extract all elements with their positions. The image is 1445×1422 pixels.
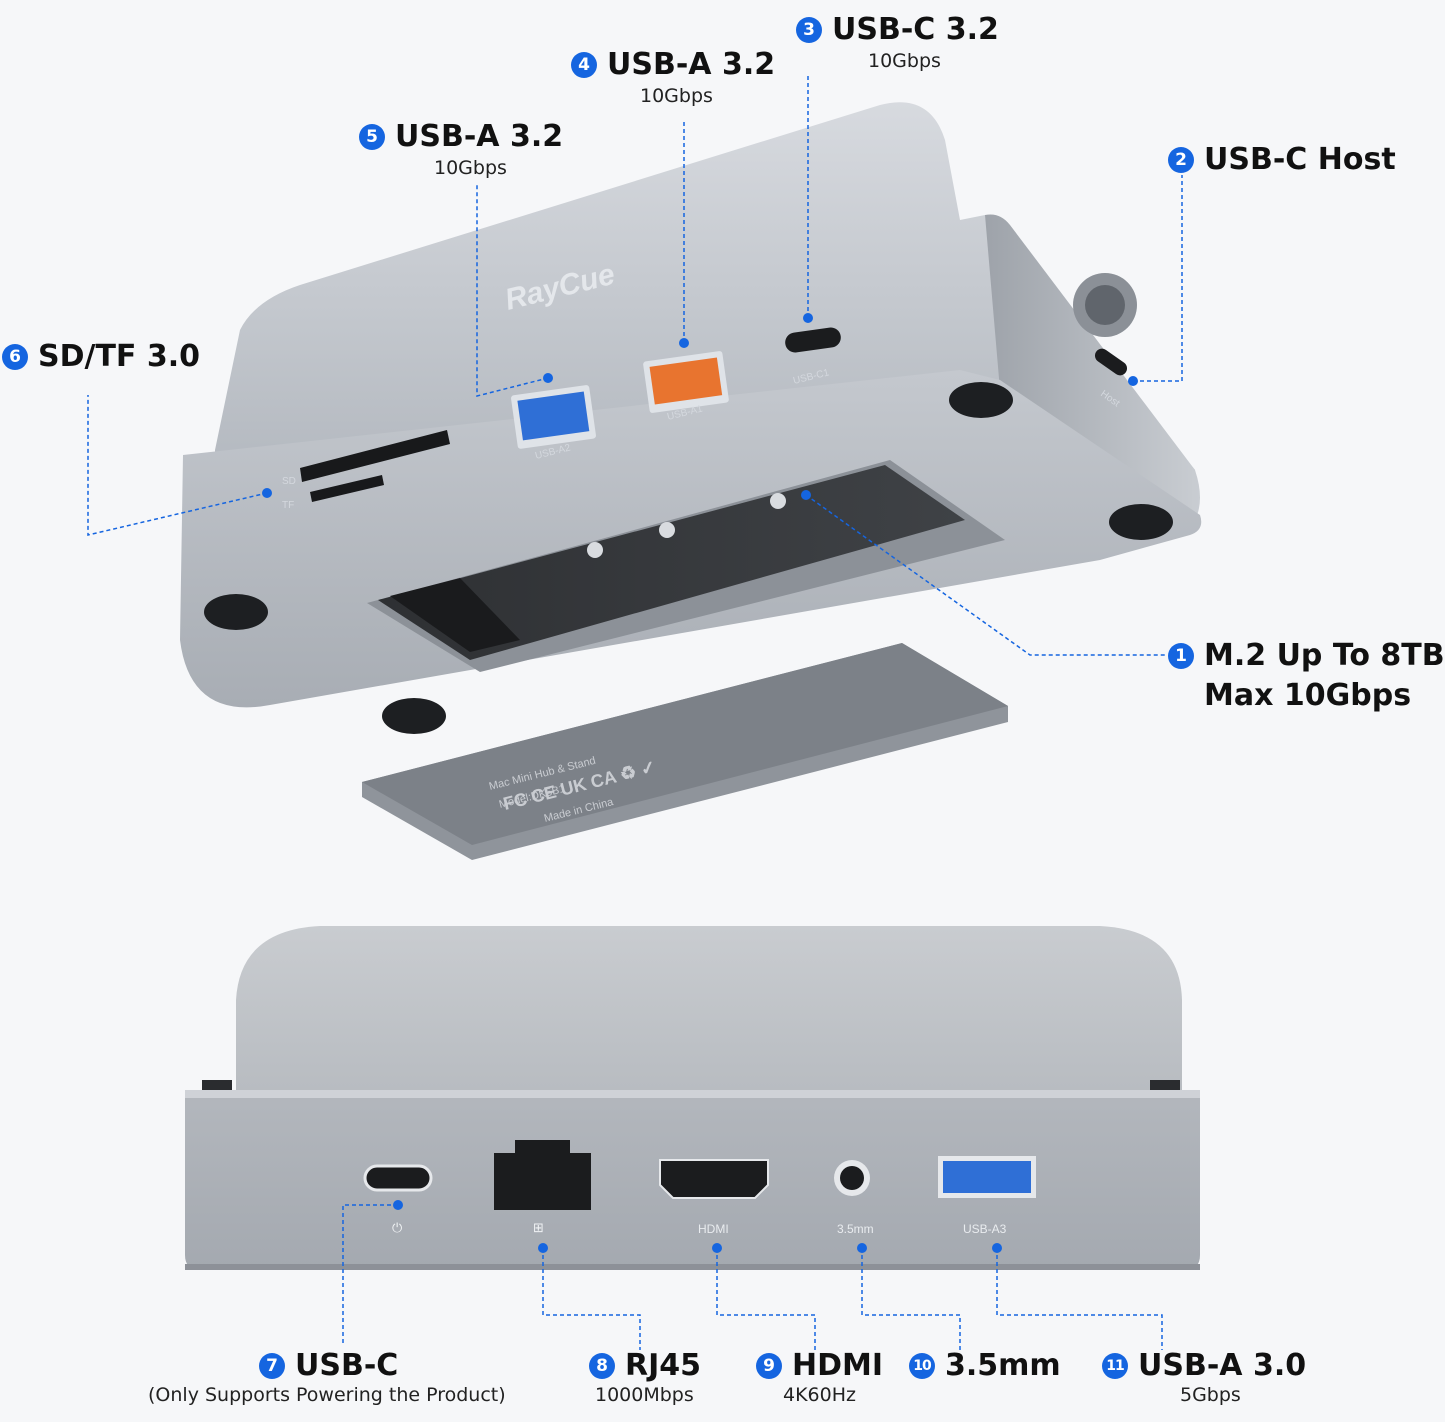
callout-7-number: 7 bbox=[259, 1352, 285, 1379]
leader-line-10 bbox=[861, 1248, 961, 1350]
rj45-port[interactable] bbox=[494, 1140, 591, 1210]
power-icon: ⏻ bbox=[392, 1221, 402, 1236]
m2-screw bbox=[770, 493, 786, 509]
callout-6-title: SD/TF 3.0 bbox=[38, 339, 201, 374]
leader-line-6 bbox=[87, 395, 268, 536]
callout-8-subtitle: 1000Mbps bbox=[595, 1384, 694, 1406]
leader-line-2 bbox=[1133, 175, 1183, 382]
callout-4-subtitle: 10Gbps bbox=[640, 85, 713, 107]
callout-5-number: 5 bbox=[359, 123, 385, 150]
m2-ssd-board bbox=[378, 465, 965, 660]
tf-label: TF bbox=[282, 500, 294, 511]
audio-label: 3.5mm bbox=[837, 1222, 874, 1236]
tf-card-slot[interactable] bbox=[310, 475, 384, 502]
callout-5-title: USB-A 3.2 bbox=[395, 119, 564, 154]
callout-4: 4 USB-A 3.2 bbox=[571, 47, 775, 82]
m2-screw bbox=[659, 522, 675, 538]
top-body-side bbox=[985, 214, 1200, 520]
callout-7-subtitle: (Only Supports Powering the Product) bbox=[148, 1384, 506, 1406]
sd-label: SD bbox=[282, 476, 296, 487]
hdmi-port[interactable] bbox=[659, 1159, 769, 1199]
callout-7-title: USB-C bbox=[295, 1348, 399, 1383]
leader-line-5 bbox=[476, 185, 549, 397]
hdmi-label: HDMI bbox=[698, 1222, 729, 1236]
callout-11-subtitle: 5Gbps bbox=[1180, 1384, 1241, 1406]
callout-8-number: 8 bbox=[589, 1352, 615, 1379]
usb-a3-label: USB-A3 bbox=[963, 1222, 1007, 1236]
callout-4-title: USB-A 3.2 bbox=[607, 47, 776, 82]
usb-c-host-port[interactable] bbox=[1092, 346, 1130, 378]
foot bbox=[1109, 504, 1173, 540]
m2-cover-plate[interactable]: Mac Mini Hub & Stand Model:DK5B1 Made in… bbox=[362, 643, 1008, 860]
callout-10: 10 3.5mm bbox=[909, 1348, 1061, 1383]
leader-lines bbox=[87, 75, 1183, 1350]
callout-2: 2 USB-C Host bbox=[1168, 142, 1396, 177]
leader-line-9 bbox=[716, 1248, 816, 1350]
network-icon: ⊞ bbox=[533, 1221, 544, 1236]
callout-9-number: 9 bbox=[756, 1352, 782, 1379]
callout-9-subtitle: 4K60Hz bbox=[783, 1384, 856, 1406]
callout-3: 3 USB-C 3.2 bbox=[796, 12, 999, 47]
callout-2-title: USB-C Host bbox=[1204, 142, 1396, 177]
callout-6-number: 6 bbox=[2, 343, 28, 370]
callout-1-number: 1 bbox=[1168, 642, 1194, 669]
callout-2-number: 2 bbox=[1168, 146, 1194, 173]
callout-7: 7 USB-C bbox=[259, 1348, 398, 1383]
leader-line-1 bbox=[805, 494, 1165, 656]
callout-1-subtitle: Max 10Gbps bbox=[1204, 678, 1412, 713]
foot bbox=[382, 698, 446, 734]
callout-3-title: USB-C 3.2 bbox=[832, 12, 999, 47]
callout-10-number: 10 bbox=[909, 1352, 935, 1379]
usb-c1-port[interactable] bbox=[784, 326, 842, 354]
callout-1: 1 M.2 Up To 8TB bbox=[1168, 638, 1445, 673]
callout-6: 6 SD/TF 3.0 bbox=[2, 339, 200, 374]
leader-line-8 bbox=[542, 1248, 641, 1350]
top-hub-device: SD TF USB-A2 USB-A1 USB-C1 Host RayCue bbox=[180, 102, 1202, 734]
callout-11-number: 11 bbox=[1102, 1352, 1128, 1379]
bottom-hub-device: ⏻ ⊞ HDMI 3.5mm USB-A3 bbox=[185, 926, 1200, 1270]
callout-9-title: HDMI bbox=[792, 1348, 884, 1383]
callout-8-title: RJ45 bbox=[625, 1348, 702, 1383]
callout-4-number: 4 bbox=[571, 51, 597, 78]
callout-3-subtitle: 10Gbps bbox=[868, 50, 941, 72]
leader-line-7 bbox=[342, 1204, 398, 1343]
sd-card-slot[interactable] bbox=[300, 430, 450, 482]
leader-dots bbox=[262, 313, 1138, 1253]
callout-5-subtitle: 10Gbps bbox=[434, 157, 507, 179]
leader-line-11 bbox=[996, 1248, 1163, 1350]
usb-c-power-port[interactable] bbox=[363, 1164, 433, 1192]
foot bbox=[949, 382, 1013, 418]
callout-10-title: 3.5mm bbox=[945, 1348, 1061, 1383]
m2-screw bbox=[587, 542, 603, 558]
foot bbox=[204, 594, 268, 630]
bottom-back-plate bbox=[236, 926, 1182, 1090]
callout-11: 11 USB-A 3.0 bbox=[1102, 1348, 1306, 1383]
callout-5: 5 USB-A 3.2 bbox=[359, 119, 563, 154]
callout-9: 9 HDMI bbox=[756, 1348, 883, 1383]
callout-11-title: USB-A 3.0 bbox=[1138, 1348, 1307, 1383]
callout-1-title: M.2 Up To 8TB bbox=[1204, 638, 1445, 673]
callout-3-number: 3 bbox=[796, 16, 822, 43]
callout-8: 8 RJ45 bbox=[589, 1348, 701, 1383]
